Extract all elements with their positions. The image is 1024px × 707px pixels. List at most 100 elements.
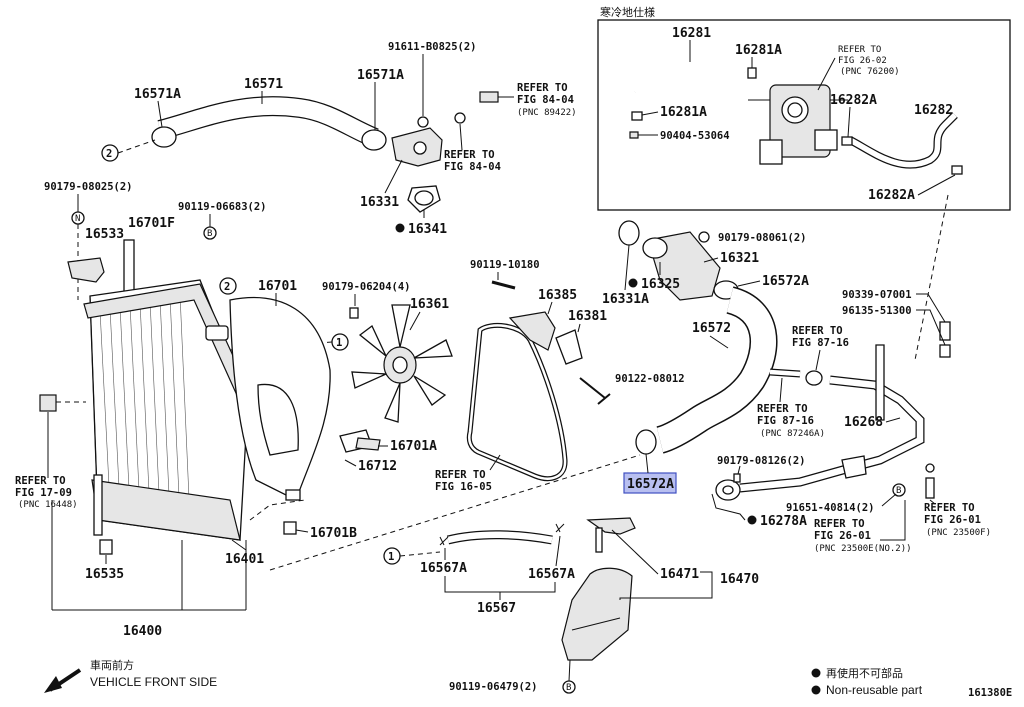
bolt-91611[interactable]: [417, 116, 429, 128]
refer-1709-line1[interactable]: REFER TO: [15, 475, 66, 487]
label-90119-10180[interactable]: 90119-10180: [470, 259, 540, 271]
inset-refer-line1[interactable]: REFER TO: [838, 45, 881, 55]
label-16567a-left[interactable]: 16567A: [420, 561, 467, 576]
clip-16282a-top[interactable]: [841, 136, 853, 146]
label-16535[interactable]: 16535: [85, 567, 124, 582]
label-16701a[interactable]: 16701A: [390, 439, 437, 454]
label-16331a[interactable]: 16331A: [602, 292, 649, 307]
label-90122[interactable]: 90122-08012: [615, 373, 685, 385]
label-91611[interactable]: 91611-B0825(2): [388, 41, 477, 53]
label-16282a-top[interactable]: 16282A: [830, 93, 877, 108]
clip-16282a-bot[interactable]: [951, 165, 963, 175]
clip-16701b-top[interactable]: [285, 489, 301, 501]
refer-2601b-line2[interactable]: FIG 26-01: [924, 514, 981, 526]
label-16567a-right[interactable]: 16567A: [528, 567, 575, 582]
hose-2601b[interactable]: [925, 477, 935, 499]
label-16282a-bot[interactable]: 16282A: [868, 188, 915, 203]
label-16571[interactable]: 16571: [244, 77, 283, 92]
label-96135[interactable]: 96135-51300: [842, 305, 912, 317]
gasket-ring[interactable]: [454, 112, 466, 124]
label-90179-08126[interactable]: 90179-08126(2): [717, 455, 806, 467]
clip-16281a-top[interactable]: [747, 67, 757, 79]
clip-16701b[interactable]: [283, 521, 297, 535]
label-16278a[interactable]: 16278A: [760, 514, 807, 529]
label-16268[interactable]: 16268: [844, 415, 883, 430]
label-16331[interactable]: 16331: [360, 195, 399, 210]
label-90179-08025[interactable]: 90179-08025(2): [44, 181, 133, 193]
bar-16381[interactable]: [555, 329, 583, 365]
union-90404[interactable]: [629, 131, 639, 139]
refer-1605-line2[interactable]: FIG 16-05: [435, 481, 492, 493]
refer-8404a-line3[interactable]: (PNC 89422): [517, 108, 577, 118]
refer-2601a-line3[interactable]: (PNC 23500E(NO.2)): [814, 544, 912, 554]
reservoir-16470[interactable]: [561, 517, 636, 661]
clip-16567a-right[interactable]: [555, 523, 565, 533]
refer-2601a-line1[interactable]: REFER TO: [814, 518, 865, 530]
label-16281a-top[interactable]: 16281A: [735, 43, 782, 58]
radiator-assembly-16400[interactable]: [67, 239, 249, 555]
nut-90179-08126[interactable]: [733, 473, 741, 483]
water-pipe-16268[interactable]: [715, 344, 925, 501]
refer-8716a-line1[interactable]: REFER TO: [792, 325, 843, 337]
refer-8716a-line2[interactable]: FIG 87-16: [792, 337, 849, 349]
refer-8404b-line2[interactable]: FIG 84-04: [444, 161, 501, 173]
label-16571a-right[interactable]: 16571A: [357, 68, 404, 83]
inset-refer-line2[interactable]: FIG 26-02: [838, 56, 887, 66]
label-16572a-selected[interactable]: 16572A: [627, 477, 674, 492]
label-16400[interactable]: 16400: [123, 624, 162, 639]
label-16341[interactable]: 16341: [408, 222, 447, 237]
label-90404[interactable]: 90404-53064: [660, 130, 730, 142]
refer-8404a-line1[interactable]: REFER TO: [517, 82, 568, 94]
refer-1709-line2[interactable]: FIG 17-09: [15, 487, 72, 499]
clamp-16571a-left[interactable]: [151, 126, 177, 148]
clamp-8716[interactable]: [805, 370, 823, 386]
label-16572[interactable]: 16572: [692, 321, 731, 336]
clip-96135[interactable]: [939, 344, 951, 358]
label-16533[interactable]: 16533: [85, 227, 124, 242]
clamp-16572a-lower[interactable]: [635, 429, 657, 455]
label-16321[interactable]: 16321: [720, 251, 759, 266]
refer-2601b-line3[interactable]: (PNC 23500F): [926, 528, 991, 538]
sensor-84-04[interactable]: [479, 91, 499, 103]
fig17-09-part[interactable]: [39, 394, 57, 412]
clip-16567a-left[interactable]: [439, 536, 449, 546]
gasket-16331a[interactable]: [618, 220, 640, 246]
inset-refer-line3[interactable]: (PNC 76200): [840, 67, 900, 77]
label-16567[interactable]: 16567: [477, 601, 516, 616]
water-inlet-16321[interactable]: [642, 231, 721, 301]
refer-1605-line1[interactable]: REFER TO: [435, 469, 486, 481]
refer-8404a-line2[interactable]: FIG 84-04: [517, 94, 574, 106]
label-16282[interactable]: 16282: [914, 103, 953, 118]
label-16361[interactable]: 16361: [410, 297, 449, 312]
label-90179-06204[interactable]: 90179-06204(4): [322, 281, 411, 293]
refer-2601a-line2[interactable]: FIG 26-01: [814, 530, 871, 542]
fan-shroud-16701[interactable]: [229, 296, 331, 501]
label-16385[interactable]: 16385: [538, 288, 577, 303]
label-16572a-top[interactable]: 16572A: [762, 274, 809, 289]
refer-8716b-line3[interactable]: (PNC 87246A): [760, 429, 825, 439]
refer-1709-line3[interactable]: (PNC 16448): [18, 500, 78, 510]
bracket-16533[interactable]: [67, 257, 105, 283]
label-16701f[interactable]: 16701F: [128, 216, 175, 231]
refer-8716b-line2[interactable]: FIG 87-16: [757, 415, 814, 427]
bolt-90119-10180[interactable]: [491, 280, 516, 290]
label-16470[interactable]: 16470: [720, 572, 759, 587]
label-90179-08061[interactable]: 90179-08061(2): [718, 232, 807, 244]
label-16701[interactable]: 16701: [258, 279, 297, 294]
clip-16281a-mid[interactable]: [631, 111, 643, 121]
label-90119-06683[interactable]: 90119-06683(2): [178, 201, 267, 213]
label-16712[interactable]: 16712: [358, 459, 397, 474]
bolt-90179-08061[interactable]: [698, 231, 710, 243]
label-16571a-left[interactable]: 16571A: [134, 87, 181, 102]
label-90339[interactable]: 90339-07001: [842, 289, 912, 301]
label-16325[interactable]: 16325: [641, 277, 680, 292]
drain-plug-16535[interactable]: [99, 539, 113, 555]
bolt-90122[interactable]: [579, 377, 611, 405]
nut-90179-06204[interactable]: [349, 307, 359, 319]
label-16281[interactable]: 16281: [672, 26, 711, 41]
refer-8404b-line1[interactable]: REFER TO: [444, 149, 495, 161]
cooling-fan-16361[interactable]: [351, 304, 453, 423]
bracket-16385[interactable]: [508, 311, 556, 351]
label-91651[interactable]: 91651-40814(2): [786, 502, 875, 514]
label-16381[interactable]: 16381: [568, 309, 607, 324]
